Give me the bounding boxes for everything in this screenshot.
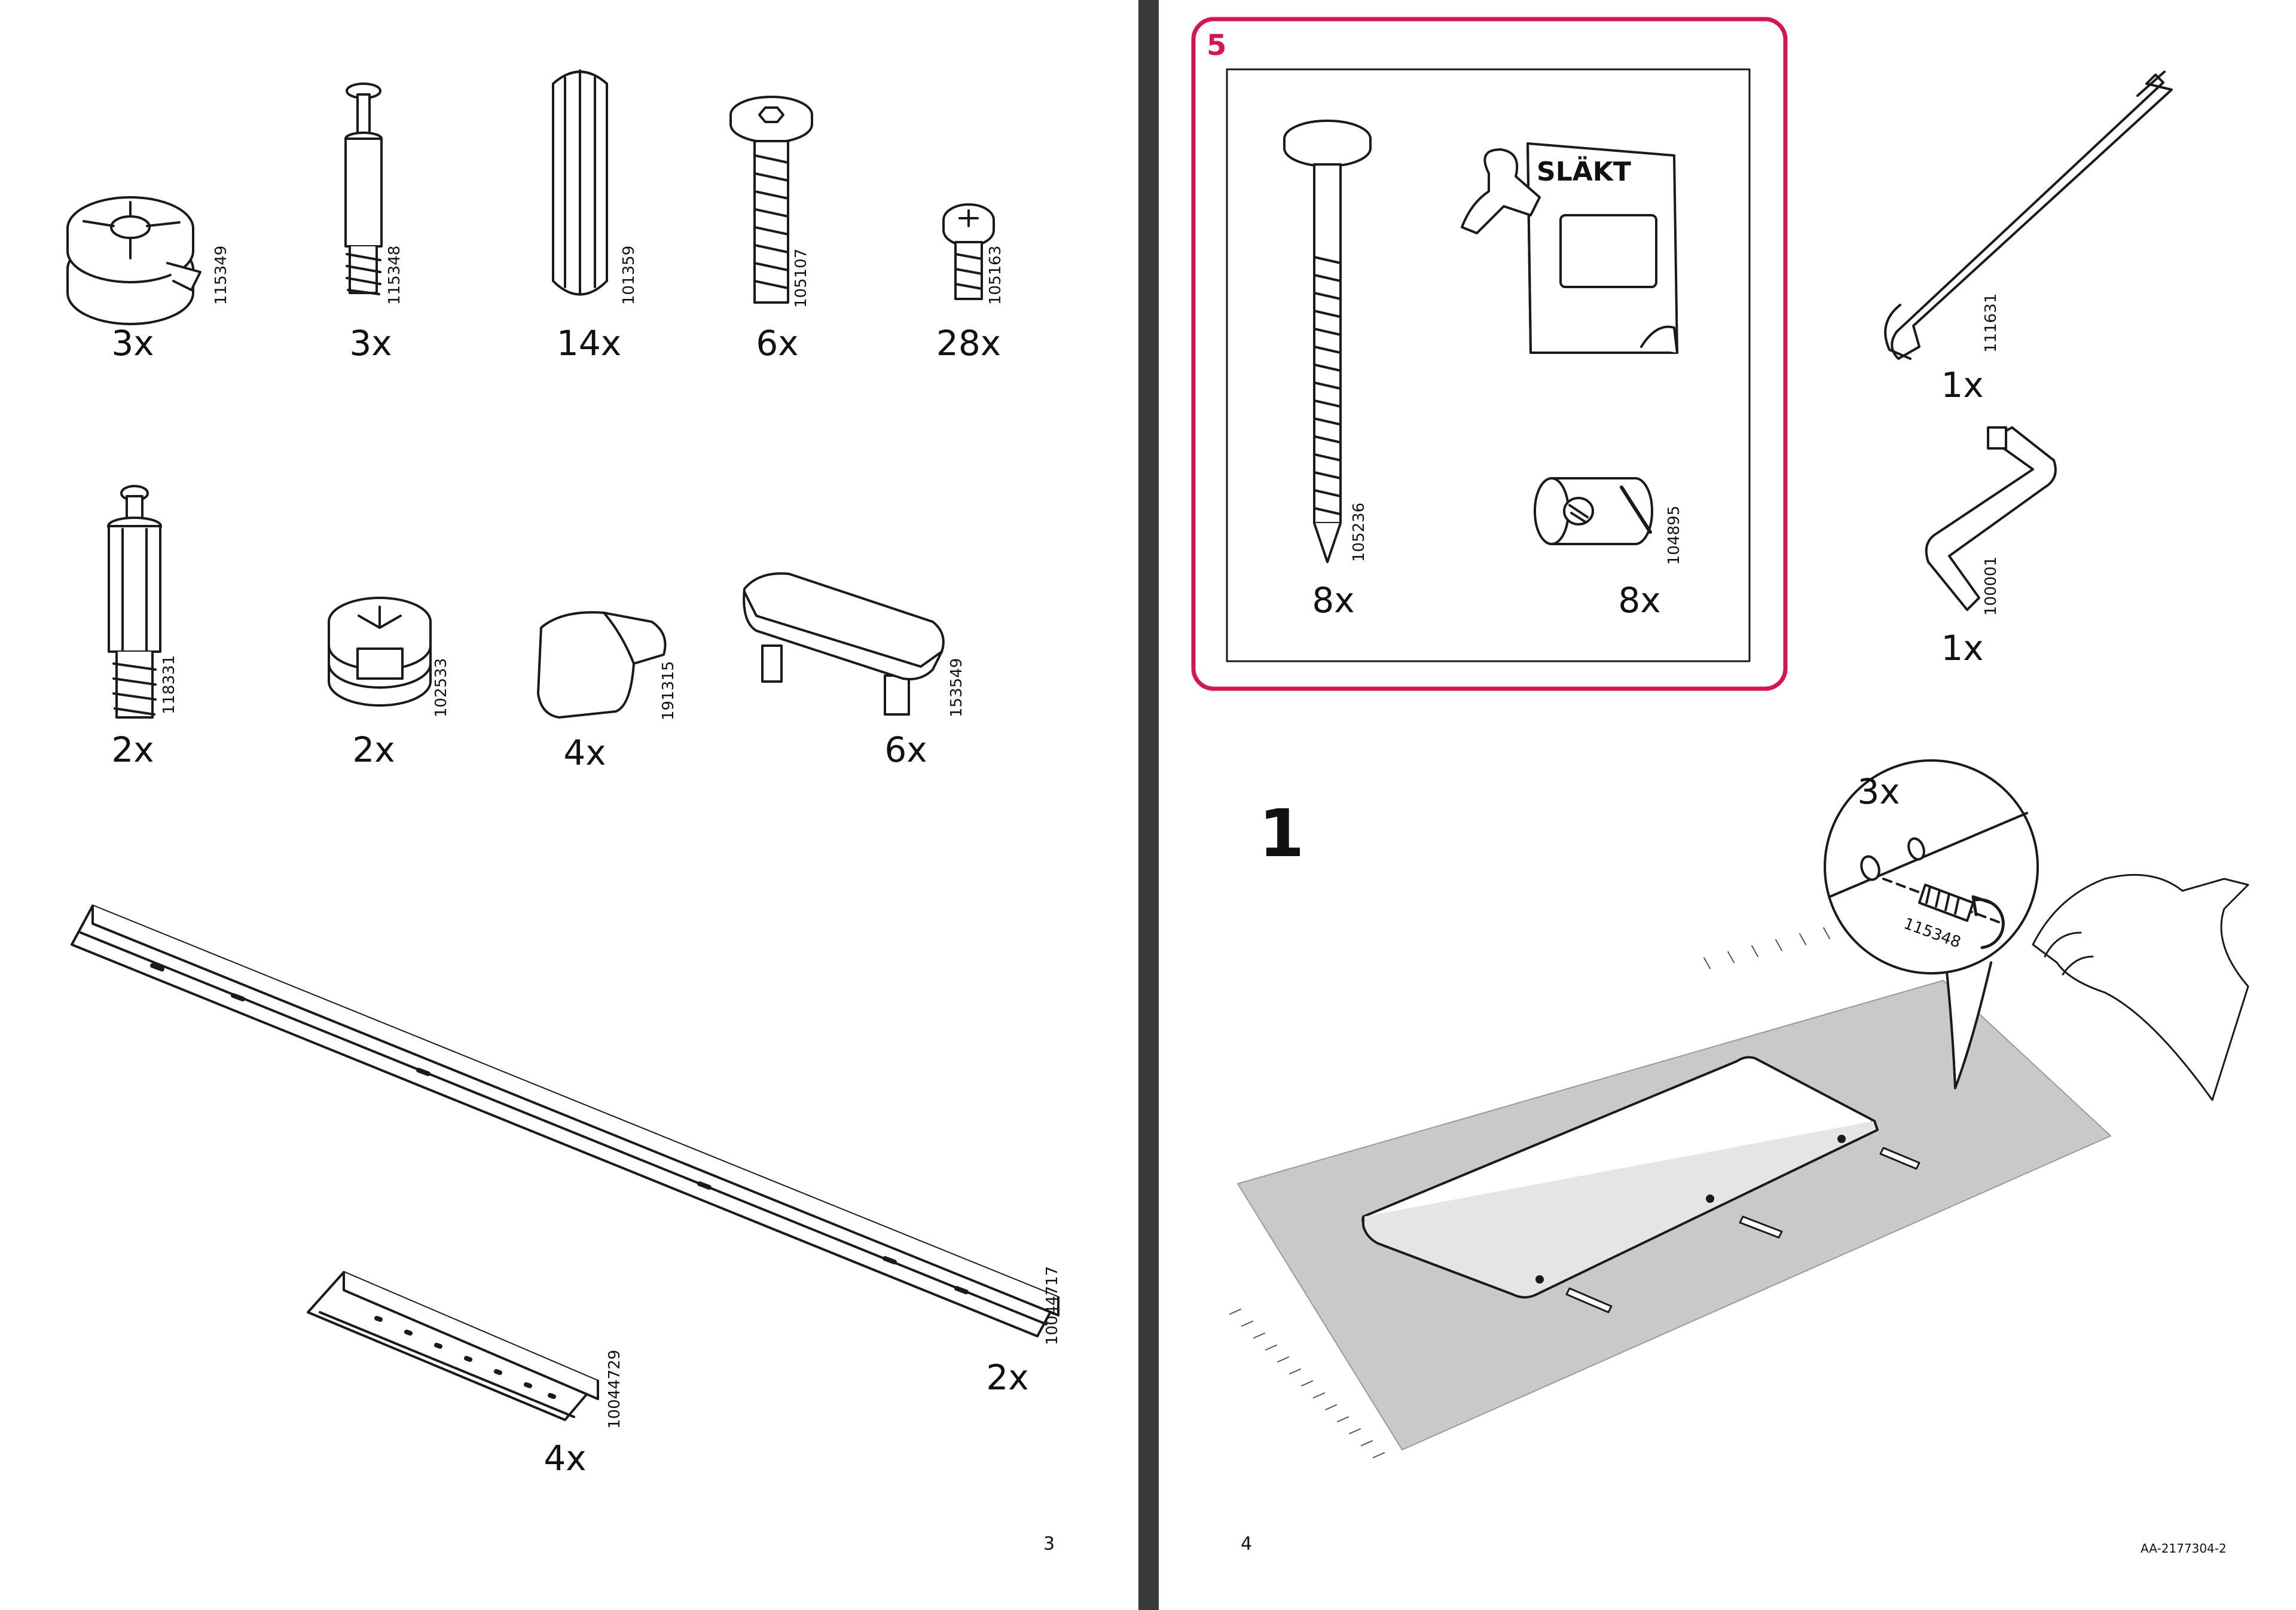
allen-screw-icon	[731, 97, 812, 303]
small-cam-lock-icon	[329, 598, 430, 705]
qty-label: 2x	[352, 729, 395, 770]
document-id: AA-2177304-2	[2141, 1541, 2227, 1556]
qty-label: 14x	[556, 323, 622, 363]
qty-label: 8x	[1618, 580, 1661, 621]
extra-parts-box	[1193, 19, 1785, 689]
qty-label: 2x	[986, 1357, 1029, 1398]
qty-label: 1x	[1941, 628, 1984, 668]
qty-label: 4x	[563, 732, 606, 773]
part-number: 111631	[1982, 293, 2000, 353]
hand-illustration	[2033, 875, 2248, 1100]
short-screw-icon	[944, 204, 994, 299]
long-bolt-icon	[1284, 121, 1370, 562]
long-metal-rail-icon	[72, 906, 1058, 1336]
qty-label: 3x	[111, 323, 154, 363]
cam-bolt-icon	[346, 84, 381, 294]
part-number: 115348	[386, 245, 404, 305]
cam-lock-icon	[68, 197, 200, 324]
bumper-pad-icon	[538, 612, 665, 717]
glide-foot-icon	[744, 573, 944, 714]
small-allen-key-icon	[1926, 427, 2056, 610]
qty-label: 3x	[349, 323, 392, 363]
qty-label: 6x	[756, 323, 799, 363]
wood-dowel-icon	[553, 71, 607, 295]
panel-board-illustration	[1363, 1057, 1877, 1297]
part-number: 118331	[160, 655, 178, 714]
extra-parts-inner-frame	[1227, 69, 1750, 661]
qty-label: 1x	[1941, 365, 1984, 405]
part-number: 105107	[792, 248, 810, 308]
qty-label: 4x	[544, 1438, 587, 1478]
part-number: 115349	[212, 245, 230, 305]
qty-label: 8x	[1312, 580, 1355, 621]
page-number: 3	[1043, 1533, 1055, 1554]
instruction-booklet-icon	[1462, 143, 1677, 353]
page-spine	[1138, 0, 1159, 1610]
part-number: 104895	[1665, 505, 1683, 565]
qty-label: 6x	[884, 729, 927, 770]
part-number: 10044717	[1043, 1266, 1061, 1345]
booklet-title: SLÄKT	[1537, 157, 1631, 187]
part-number: 100001	[1982, 556, 2000, 616]
long-cam-bolt-icon	[108, 486, 161, 717]
part-number: 191315	[660, 661, 677, 720]
inserted-cam-bolt-icon	[1567, 1148, 1919, 1312]
part-number: 10044729	[606, 1349, 624, 1429]
callout-qty: 3x	[1857, 771, 1900, 812]
part-number: 101359	[620, 245, 638, 305]
part-number: 102533	[432, 658, 450, 717]
page-number: 4	[1241, 1533, 1253, 1554]
qty-label: 2x	[111, 729, 154, 770]
part-number: 153549	[948, 658, 966, 717]
qty-label: 28x	[936, 323, 1002, 363]
part-number: 105236	[1350, 502, 1368, 562]
detail-callout	[1825, 760, 2038, 1088]
part-number: 105163	[987, 245, 1004, 305]
box-label: 5	[1207, 29, 1227, 62]
large-allen-key-icon	[1885, 72, 2172, 359]
barrel-nut-icon	[1535, 478, 1652, 544]
step-number: 1	[1259, 795, 1305, 872]
short-metal-bracket-icon	[308, 1272, 598, 1420]
